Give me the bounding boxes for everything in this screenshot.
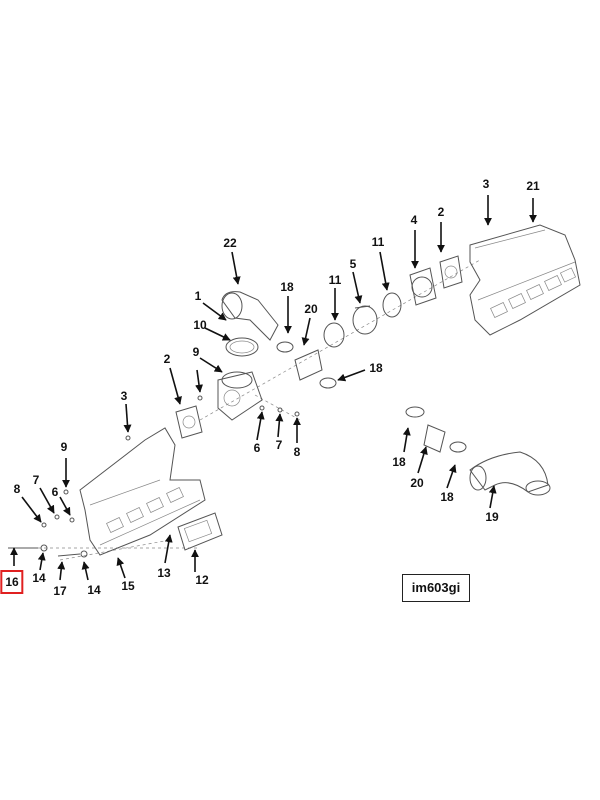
upper-manifold xyxy=(469,224,581,336)
callout-21: 21 xyxy=(526,179,540,193)
callout-8: 8 xyxy=(293,445,301,459)
v-clamp xyxy=(225,337,259,357)
couplings-upper xyxy=(323,292,402,348)
assembly-centerlines xyxy=(20,259,481,561)
callout-20: 20 xyxy=(304,302,318,316)
gasket-12 xyxy=(177,512,223,551)
callout-10: 10 xyxy=(193,318,207,332)
callout-14-b: 14 xyxy=(87,583,101,597)
callout-3-b: 3 xyxy=(120,389,128,403)
callout-4: 4 xyxy=(410,213,418,227)
callout-2: 2 xyxy=(437,205,445,219)
callout-18: 18 xyxy=(280,280,294,294)
callout-1: 1 xyxy=(194,289,202,303)
callout-9: 9 xyxy=(192,345,200,359)
callout-11-b: 11 xyxy=(328,273,342,287)
flange-4 xyxy=(409,267,437,306)
callout-2-b: 2 xyxy=(163,352,171,366)
elbow-22 xyxy=(221,291,279,341)
callout-6: 6 xyxy=(253,441,261,455)
callout-7-b: 7 xyxy=(32,473,40,487)
callout-13: 13 xyxy=(157,566,171,580)
callout-9-b: 9 xyxy=(60,440,68,454)
callout-22: 22 xyxy=(223,236,237,250)
gasket-upper xyxy=(439,255,463,289)
leader-arrows xyxy=(10,195,537,581)
callout-16-highlighted: 16 xyxy=(0,570,24,594)
callout-17: 17 xyxy=(53,584,67,598)
callout-14: 14 xyxy=(32,571,46,585)
callout-20-b: 20 xyxy=(410,476,424,490)
lower-manifold xyxy=(79,427,206,556)
figure-id-box: im603gi xyxy=(402,574,470,602)
gasket-middle xyxy=(175,405,203,439)
callout-7: 7 xyxy=(275,438,283,452)
callout-8-b: 8 xyxy=(13,482,21,496)
callout-18-d: 18 xyxy=(440,490,454,504)
callout-12: 12 xyxy=(195,573,209,587)
callout-3: 3 xyxy=(482,177,490,191)
callout-19: 19 xyxy=(485,510,499,524)
callout-6-b: 6 xyxy=(51,485,59,499)
callout-15: 15 xyxy=(121,579,135,593)
callout-18-b: 18 xyxy=(369,361,383,375)
valve-body xyxy=(217,371,263,421)
hose-assembly-lower xyxy=(405,406,551,496)
callout-11: 11 xyxy=(371,235,385,249)
callout-5: 5 xyxy=(349,257,357,271)
callout-18-c: 18 xyxy=(392,455,406,469)
hose-20-upper xyxy=(276,341,337,389)
